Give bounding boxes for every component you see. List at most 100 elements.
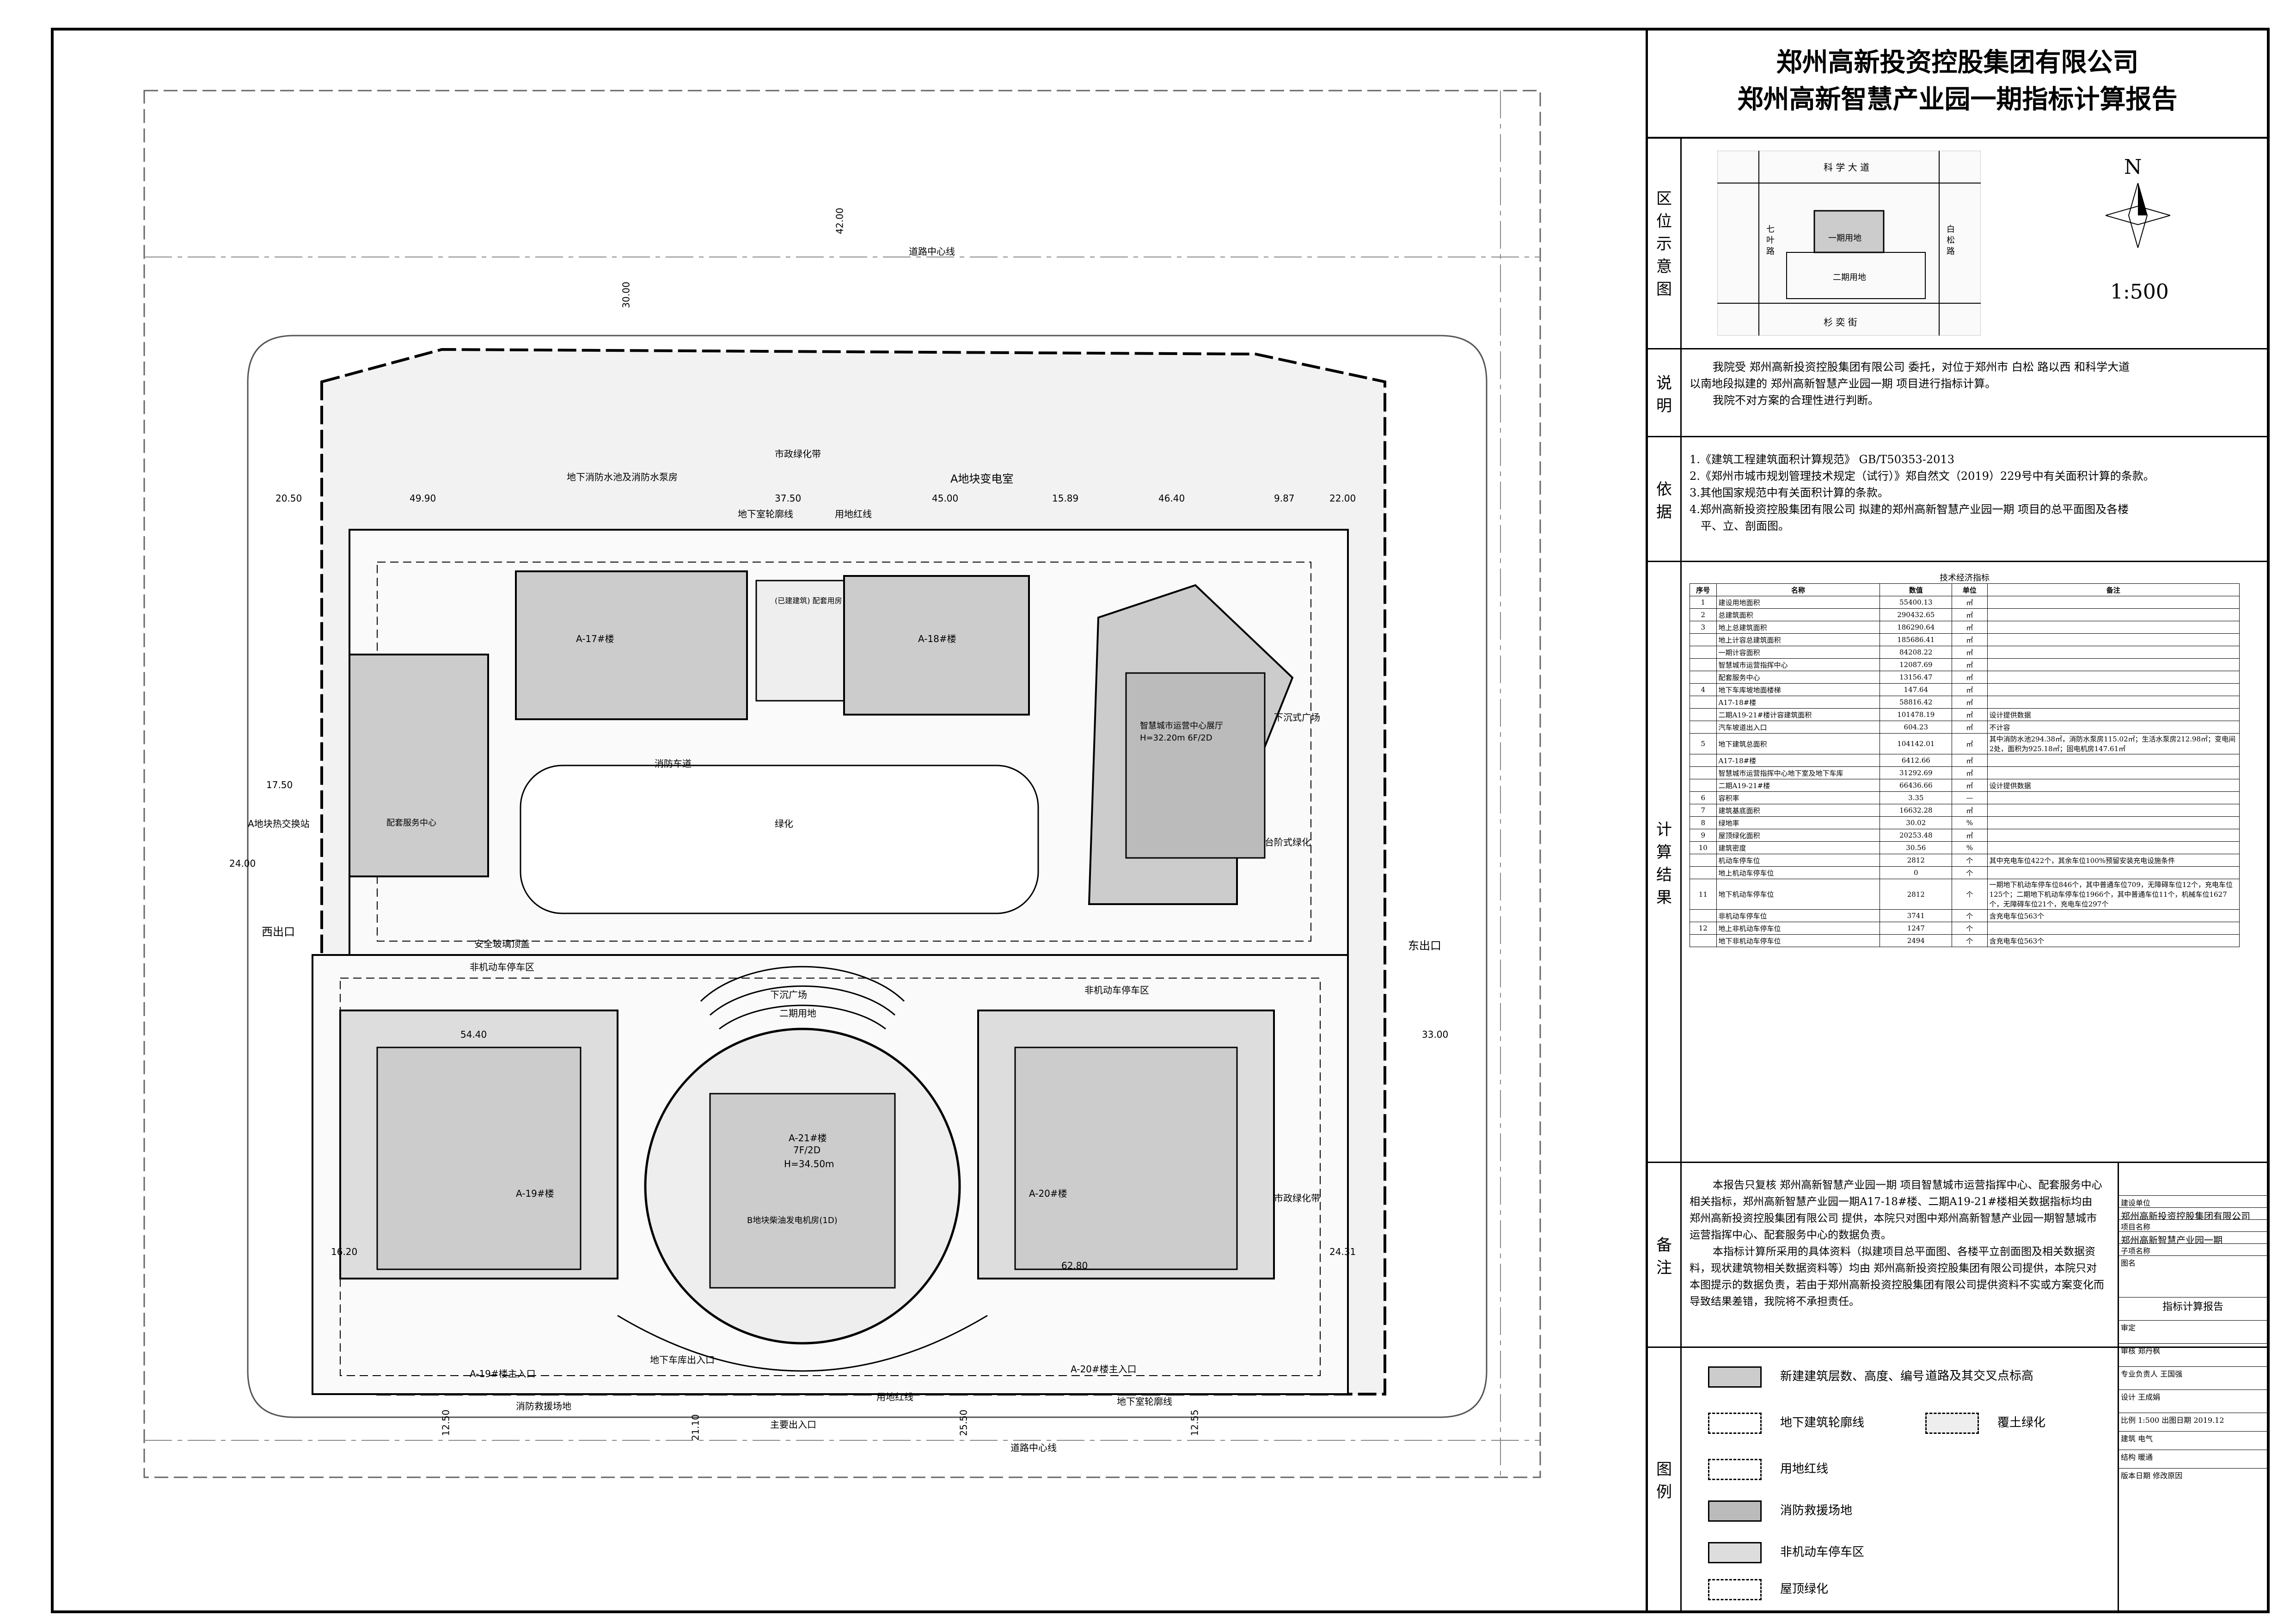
table-cell: 12 (1690, 922, 1717, 935)
desc-line: 我院受 郑州高新投资控股集团有限公司 委托，对位于郑州市 白松 路以西 和科学大… (1713, 361, 2130, 373)
table-cell: 1247 (1880, 922, 1953, 935)
table-cell: 66436.66 (1880, 779, 1953, 792)
table-cell: 地上计容总建筑面积 (1716, 633, 1880, 646)
table-header-cell: 数值 (1880, 583, 1953, 596)
table-cell (1987, 621, 2240, 634)
table-cell: 30.02 (1880, 816, 1953, 829)
table-cell (1690, 671, 1717, 684)
report-panel: 郑州高新投资控股集团有限公司 郑州高新智慧产业园一期指标计算报告 区位示意图 科… (1646, 31, 2267, 1610)
table-cell: 58816.42 (1880, 696, 1953, 709)
legend-swatch (1708, 1500, 1762, 1522)
title-row: 专业负责人 王国强 (2119, 1366, 2267, 1389)
location-map (1717, 151, 1981, 336)
scale-label: 1:500 (2110, 280, 2169, 304)
table-cell: 含充电车位563个 (1987, 909, 2240, 922)
plan-label: 消防救援场地 (516, 1401, 571, 1412)
plan-label: A地块变电室 (950, 472, 1014, 485)
title-row: 设计 王成娟 (2119, 1389, 2267, 1413)
plan-label: 东出口 (1408, 939, 1441, 952)
basis-item: 3.其他国家规范中有关面积计算的条款。 (1690, 486, 1889, 499)
legend-item: 道路及其交叉点标高 (1925, 1369, 2034, 1383)
table-cell: % (1952, 816, 1988, 829)
table-cell: 13156.47 (1880, 671, 1953, 684)
table-cell: ㎡ (1952, 766, 1988, 779)
plan-label: 消防车道 (655, 758, 692, 769)
table-cell: 二期A19-21#楼计容建筑面积 (1716, 708, 1880, 721)
table-cell: 5 (1690, 733, 1717, 754)
drawing-frame (51, 28, 2270, 1613)
table-cell: 个 (1952, 866, 1988, 879)
table-cell: 3 (1690, 621, 1717, 634)
basis-item: 1.《建筑工程建筑面积计算规范》 GB/T50353-2013 (1690, 453, 1954, 466)
notes-section: 备注 本报告只复核 郑州高新智慧产业园一期 项目智慧城市运营指挥中心、配套服务中… (1648, 1163, 2267, 1348)
legend-item: 屋顶绿化 (1708, 1579, 1828, 1600)
plan-label: 地下车库出入口 (650, 1354, 715, 1365)
section-label-location: 区位示意图 (1648, 137, 1682, 348)
table-cell: ㎡ (1952, 683, 1988, 696)
table-header-cell: 序号 (1690, 583, 1717, 596)
table-cell (1987, 633, 2240, 646)
plan-label: 道路中心线 (1010, 1442, 1057, 1453)
plan-label: (已建建筑) 配套用房 (775, 596, 842, 605)
dimension-label: 21.10 (690, 1414, 701, 1441)
table-cell: A17-18#楼 (1716, 754, 1880, 767)
table-cell (1987, 791, 2240, 804)
dimension-label: 33.00 (1422, 1029, 1449, 1040)
table-cell: 3.35 (1880, 791, 1953, 804)
table-cell: 智慧城市运营指挥中心地下室及地下车库 (1716, 766, 1880, 779)
table-cell (1690, 658, 1717, 671)
description-section: 说明 我院受 郑州高新投资控股集团有限公司 委托，对位于郑州市 白松 路以西 和… (1648, 349, 2267, 437)
plan-label: 地下消防水池及消防水泵房 (567, 471, 678, 483)
table-cell: 16632.28 (1880, 804, 1953, 817)
dimension-label: 12.50 (440, 1409, 452, 1436)
table-cell (1987, 766, 2240, 779)
table-cell (1987, 671, 2240, 684)
table-cell: — (1952, 791, 1988, 804)
table-cell (1987, 922, 2240, 935)
table-cell: 机动车停车位 (1716, 854, 1880, 867)
table-cell: 地下非机动车停车位 (1716, 934, 1880, 947)
table-cell (1987, 816, 2240, 829)
table-cell: A17-18#楼 (1716, 696, 1880, 709)
dimension-label: 62.80 (1061, 1260, 1088, 1271)
table-cell: 其中充电车位422个，其余车位100%预留安装充电设施条件 (1987, 854, 2240, 867)
section-label-notes: 备注 (1648, 1163, 1682, 1347)
plan-label: 道路中心线 (909, 246, 955, 257)
table-cell: ㎡ (1952, 733, 1988, 754)
title-row: 建筑 电气 (2119, 1431, 2267, 1450)
location-section: 区位示意图 科 学 大 道 杉 奕 街 七 叶 路 白 松 路 一期用地 二期用… (1648, 137, 2267, 349)
dimension-label: 24.31 (1329, 1246, 1356, 1257)
site-plan: 道路中心线 市政绿化带 地下消防水池及消防水泵房 A地块变电室 地下室轮廓线 用… (54, 31, 1644, 1610)
table-cell (1987, 696, 2240, 709)
table-cell: 非机动车停车位 (1716, 909, 1880, 922)
dimension-label: 54.40 (460, 1029, 487, 1040)
table-cell: 个 (1952, 934, 1988, 947)
plan-label: A-20#楼主入口 (1071, 1364, 1137, 1375)
basis-item: 4.郑州高新投资控股集团有限公司 拟建的郑州高新智慧产业园一期 项目的总平面图及… (1690, 503, 2129, 516)
plan-label: 绿化 (775, 818, 793, 829)
table-cell (1690, 866, 1717, 879)
table-cell: 地上机动车停车位 (1716, 866, 1880, 879)
plan-label: 主要出入口 (770, 1419, 816, 1430)
table-cell: ㎡ (1952, 646, 1988, 659)
table-cell: ㎡ (1952, 658, 1988, 671)
plan-label: 二期用地 (779, 1008, 816, 1019)
legend-swatch (1708, 1459, 1762, 1480)
table-cell: 设计提供数据 (1987, 708, 2240, 721)
legend-swatch (1708, 1413, 1762, 1434)
table-cell: 20253.48 (1880, 829, 1953, 842)
note-paragraph: 本指标计算所采用的具体资料（拟建项目总平面图、各楼平立剖面图及相关数据资料，现状… (1690, 1246, 2104, 1308)
table-cell: 0 (1880, 866, 1953, 879)
table-cell: 104142.01 (1880, 733, 1953, 754)
table-cell: 个 (1952, 879, 1988, 910)
